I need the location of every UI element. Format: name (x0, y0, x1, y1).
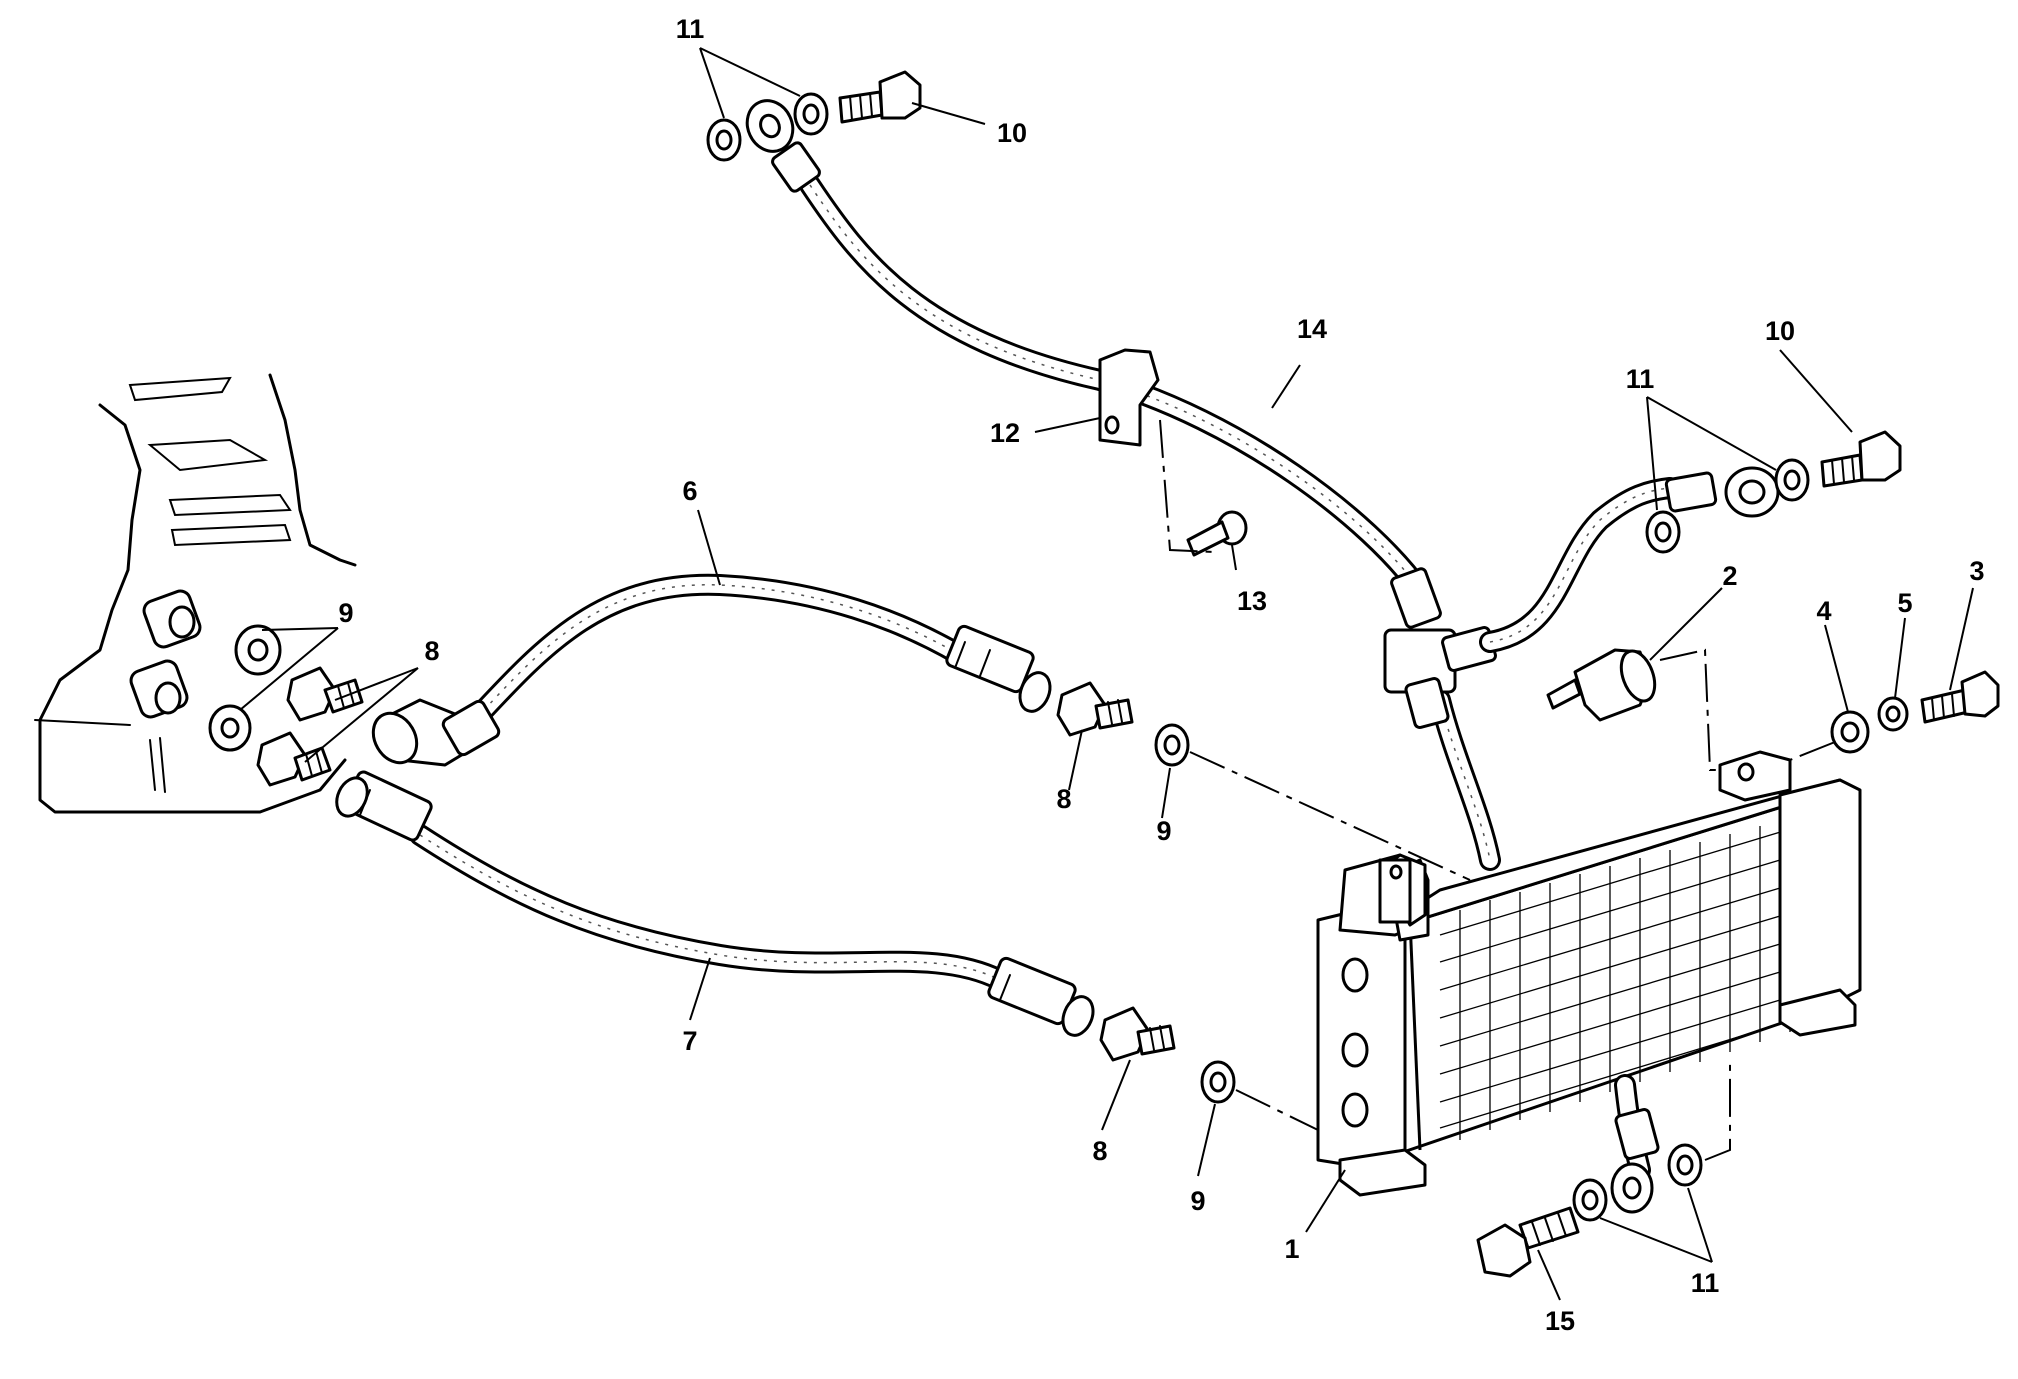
hose-clamp-12 (1098, 348, 1160, 447)
callout-10-right: 10 (1765, 316, 1795, 346)
callout-8-mid: 8 (1056, 784, 1071, 814)
left-washers-9 (208, 624, 282, 752)
callout-8-left: 8 (424, 636, 439, 666)
middle-washers-9 (1154, 723, 1236, 1104)
cooler-fins (1439, 818, 1821, 1140)
callout-6: 6 (682, 476, 697, 506)
left-adapters-8 (256, 666, 364, 787)
oil-hose-6 (371, 573, 1052, 767)
mount-hardware-3-4-5 (1830, 670, 2000, 754)
callout-15: 15 (1545, 1306, 1575, 1336)
oil-hose-7 (335, 770, 1095, 1037)
callout-8-bottom: 8 (1092, 1136, 1107, 1166)
callout-1: 1 (1284, 1234, 1299, 1264)
callout-7: 7 (682, 1026, 697, 1056)
callout-13: 13 (1237, 586, 1267, 616)
callout-9-bottom: 9 (1190, 1186, 1205, 1216)
callout-4: 4 (1816, 596, 1831, 626)
callout-9-left: 9 (338, 598, 353, 628)
bolt-13 (1186, 510, 1248, 557)
callouts: 1 2 3 4 5 6 7 8 8 8 9 9 9 10 10 11 11 11… (338, 14, 1984, 1336)
temperature-sender-2 (1546, 648, 1657, 722)
leader-12-13 (1159, 419, 1216, 553)
callout-11-bottom: 11 (1691, 1268, 1720, 1298)
callout-9-mid: 9 (1156, 816, 1171, 846)
callout-12: 12 (990, 418, 1020, 448)
engine-casing (34, 373, 357, 814)
oil-cooler-1 (1316, 750, 1862, 1214)
bottom-hardware-11-15 (1476, 1143, 1703, 1278)
upper-fitting-hardware (706, 70, 922, 162)
assembly-lines (1189, 648, 1836, 1161)
callout-11-right: 11 (1626, 364, 1655, 394)
callout-11-top: 11 (676, 14, 705, 44)
right-fitting-hardware (1645, 430, 1902, 554)
upper-hose (745, 99, 1501, 871)
callout-3: 3 (1969, 556, 1984, 586)
callout-14: 14 (1297, 314, 1327, 344)
middle-adapters-8 (1056, 681, 1176, 1062)
leader-lines (239, 47, 1974, 1301)
callout-2: 2 (1722, 561, 1737, 591)
callout-10-top: 10 (997, 118, 1027, 148)
callout-5: 5 (1897, 588, 1912, 618)
t-junction-fitting (1383, 466, 1780, 730)
